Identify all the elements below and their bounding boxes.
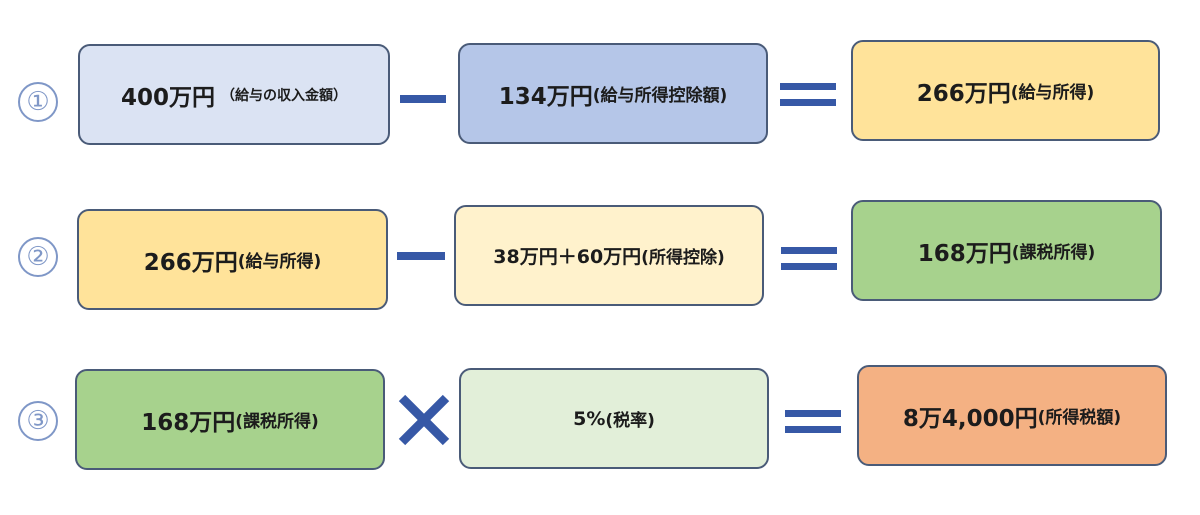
income-deduction-box: 38万円＋60万円 (所得控除) xyxy=(454,205,764,306)
minus-operator-1 xyxy=(400,95,446,103)
salary-income-box-2: 266万円 (給与所得) xyxy=(77,209,388,310)
tax-rate-box: 5% (税率) xyxy=(459,368,769,469)
equals-operator-1 xyxy=(780,83,836,107)
equals-operator-3 xyxy=(785,410,841,434)
taxable-income-result-box: 168万円 (課税所得) xyxy=(851,200,1162,301)
times-operator xyxy=(398,394,450,446)
taxable-income-value: 168万円 xyxy=(141,409,236,436)
equals-operator-2 xyxy=(781,247,837,271)
income-deduction-label: (所得控除) xyxy=(641,248,725,268)
step-marker-2: ② xyxy=(18,237,58,277)
salary-deduction-box: 134万円 (給与所得控除額) xyxy=(458,43,768,144)
taxable-income-result-value: 168万円 xyxy=(917,240,1012,267)
tax-rate-value: 5% xyxy=(573,407,606,430)
taxable-income-result-label: (課税所得) xyxy=(1011,243,1096,263)
income-tax-result-box: 8万4,000円 (所得税額) xyxy=(857,365,1167,466)
salary-income-box: 400万円 （給与の収入金額） xyxy=(78,44,390,145)
tax-rate-label: (税率) xyxy=(605,411,655,431)
salary-deduction-value: 134万円 xyxy=(498,83,593,110)
salary-income-value-2: 266万円 xyxy=(143,249,238,276)
minus-operator-2 xyxy=(397,252,445,260)
salary-income-label: （給与の収入金額） xyxy=(221,87,347,104)
step-marker-3: ③ xyxy=(18,401,58,441)
step-marker-1: ① xyxy=(18,82,58,122)
salary-income-result-label: (給与所得) xyxy=(1010,83,1095,103)
income-deduction-value: 38万円＋60万円 xyxy=(493,246,642,268)
income-tax-result-value: 8万4,000円 xyxy=(902,405,1038,432)
taxable-income-box: 168万円 (課税所得) xyxy=(75,369,385,470)
salary-income-result-value: 266万円 xyxy=(916,80,1011,107)
taxable-income-label: (課税所得) xyxy=(235,412,319,432)
salary-income-value: 400万円 xyxy=(120,84,215,111)
salary-income-label-2: (給与所得) xyxy=(237,252,322,272)
salary-deduction-label: (給与所得控除額) xyxy=(592,86,728,106)
salary-income-result-box: 266万円 (給与所得) xyxy=(851,40,1160,141)
income-tax-result-label: (所得税額) xyxy=(1037,408,1122,428)
